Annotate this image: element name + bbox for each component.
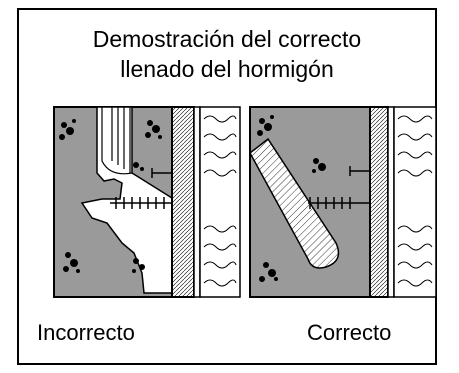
insulation-waves bbox=[397, 115, 433, 287]
aggregate-stones bbox=[257, 115, 326, 282]
diagram-title: Demostración del correcto llenado del ho… bbox=[19, 24, 435, 84]
formwork-plank bbox=[387, 106, 395, 298]
insulation-waves bbox=[203, 115, 237, 287]
caption-correct: Correcto bbox=[307, 320, 392, 345]
diagram-frame: Demostración del correcto llenado del ho… bbox=[17, 8, 437, 365]
tremie-pipe bbox=[249, 137, 340, 269]
title-line-1: Demostración del correcto bbox=[92, 26, 362, 52]
aggregate-stones bbox=[59, 119, 162, 273]
insulation-panel bbox=[393, 106, 437, 298]
formwork-board bbox=[369, 106, 389, 298]
title-line-2: llenado del hormigón bbox=[120, 56, 334, 82]
formwork-plank bbox=[193, 106, 201, 298]
insulation-panel bbox=[199, 106, 241, 298]
correct-pour-illustration bbox=[249, 106, 437, 298]
formwork-board bbox=[171, 106, 195, 298]
caption-incorrect: Incorrecto bbox=[37, 320, 135, 345]
incorrect-pour-illustration bbox=[53, 106, 241, 298]
free-fall-stream bbox=[101, 107, 133, 175]
